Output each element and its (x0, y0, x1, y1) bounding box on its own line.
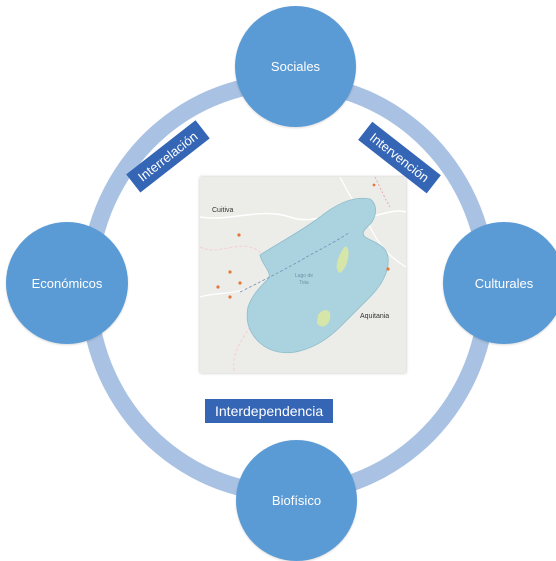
map-label-aquitania: Aquitania (360, 313, 390, 320)
node-sociales-label: Sociales (270, 59, 321, 74)
node-biofisico: Biofísico (236, 440, 357, 561)
node-culturales-label: Culturales (474, 275, 534, 291)
svg-text:Tota: Tota (299, 280, 309, 286)
node-economicos: Económicos (6, 222, 128, 344)
map-label-cuitiva: Cuitiva (212, 207, 234, 214)
node-economicos-label: Económicos (31, 275, 103, 291)
relation-interdependencia-label: Interdependencia (205, 399, 334, 423)
lake-map-graphic: Lago de Tota (200, 177, 406, 373)
lake-map-image: Lago de Tota Cuitiva Aquitania (200, 177, 406, 373)
svg-text:Lago de: Lago de (295, 273, 313, 279)
node-biofisico-label: Biofísico (271, 493, 322, 508)
node-sociales: Sociales (235, 6, 356, 127)
node-culturales: Culturales (443, 222, 556, 344)
